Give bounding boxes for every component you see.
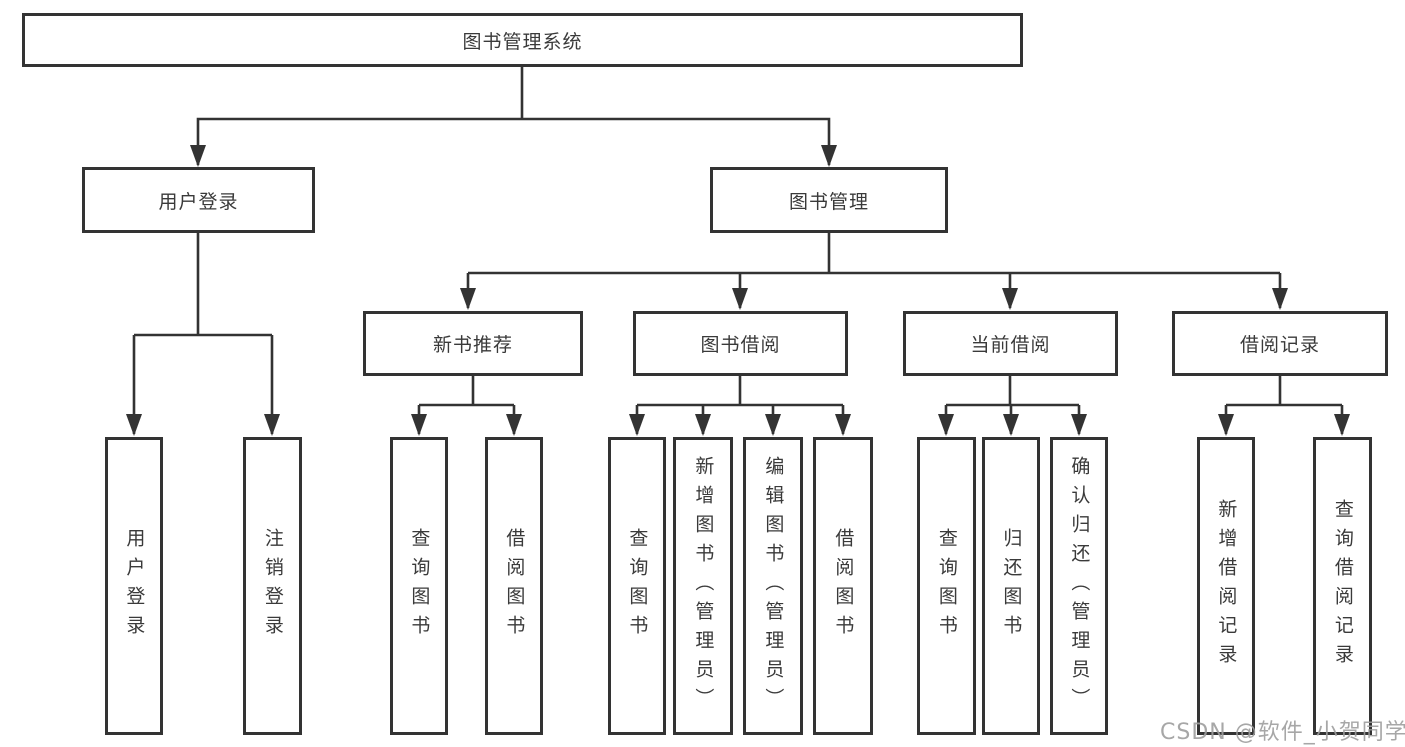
leaf-return-books: 归还图书 bbox=[982, 437, 1040, 735]
leaf-confirm-return-admin: 确认归还（管理员） bbox=[1050, 437, 1108, 735]
connector-newbooks-leaves bbox=[417, 376, 516, 434]
node-new-book-recommend: 新书推荐 bbox=[363, 311, 583, 376]
arrow-new-books bbox=[460, 288, 476, 310]
node-root-label: 图书管理系统 bbox=[462, 30, 583, 53]
node-book-management: 图书管理 bbox=[710, 167, 948, 233]
node-new-book-recommend-label: 新书推荐 bbox=[432, 334, 513, 356]
leaf-query-books-borrowing: 查询图书 bbox=[608, 437, 666, 735]
arrow-leaf-query-books-3 bbox=[938, 414, 954, 436]
node-book-management-label: 图书管理 bbox=[788, 190, 869, 213]
node-current-borrowing-label: 当前借阅 bbox=[970, 334, 1051, 356]
node-borrowing-records: 借阅记录 bbox=[1172, 311, 1388, 376]
connector-userlogin-leaves bbox=[132, 233, 274, 434]
leaf-logout-label: 注销登录 bbox=[261, 528, 284, 644]
leaf-query-books-newbooks-label: 查询图书 bbox=[408, 528, 431, 644]
arrow-leaf-add-record bbox=[1218, 414, 1234, 436]
leaf-query-borrow-record-label: 查询借阅记录 bbox=[1331, 499, 1354, 673]
leaf-add-borrow-record: 新增借阅记录 bbox=[1197, 437, 1255, 735]
leaf-query-borrow-record: 查询借阅记录 bbox=[1313, 437, 1372, 735]
watermark: CSDN @软件_小贺同学 bbox=[1160, 720, 1405, 745]
arrow-leaf-query-books-2 bbox=[629, 414, 645, 436]
leaf-edit-books-admin-label: 编辑图书（管理员） bbox=[762, 455, 785, 717]
arrow-leaf-query-record bbox=[1334, 414, 1350, 436]
node-user-login: 用户登录 bbox=[82, 167, 315, 233]
arrow-user-login bbox=[190, 145, 206, 167]
leaf-add-books-admin-label: 新增图书（管理员） bbox=[692, 455, 715, 717]
leaf-query-books-current: 查询图书 bbox=[917, 437, 976, 735]
leaf-add-borrow-record-label: 新增借阅记录 bbox=[1215, 499, 1238, 673]
leaf-user-login-label: 用户登录 bbox=[123, 528, 146, 644]
arrow-current-borrowing bbox=[1002, 288, 1018, 310]
arrow-leaf-logout bbox=[264, 414, 280, 436]
node-book-borrowing-label: 图书借阅 bbox=[700, 334, 781, 356]
leaf-user-login: 用户登录 bbox=[105, 437, 163, 735]
leaf-edit-books-admin: 编辑图书（管理员） bbox=[743, 437, 803, 735]
node-book-borrowing: 图书借阅 bbox=[633, 311, 848, 376]
leaf-borrow-books-borrowing-label: 借阅图书 bbox=[832, 528, 855, 644]
arrow-leaf-query-books-1 bbox=[411, 414, 427, 436]
arrow-book-borrowing bbox=[732, 288, 748, 310]
leaf-add-books-admin: 新增图书（管理员） bbox=[673, 437, 733, 735]
arrow-leaf-return-books bbox=[1003, 414, 1019, 436]
arrow-leaf-edit-books bbox=[765, 414, 781, 436]
connector-root-level2 bbox=[196, 66, 831, 165]
connector-bookmgmt-level3 bbox=[466, 233, 1282, 308]
leaf-borrow-books-newbooks: 借阅图书 bbox=[485, 437, 543, 735]
leaf-confirm-return-admin-label: 确认归还（管理员） bbox=[1068, 455, 1091, 717]
node-root: 图书管理系统 bbox=[22, 13, 1023, 67]
node-current-borrowing: 当前借阅 bbox=[903, 311, 1118, 376]
leaf-return-books-label: 归还图书 bbox=[1000, 528, 1023, 644]
node-user-login-label: 用户登录 bbox=[158, 190, 239, 213]
arrow-book-management bbox=[821, 145, 837, 167]
arrow-leaf-borrow-books-2 bbox=[835, 414, 851, 436]
arrow-leaf-add-books bbox=[695, 414, 711, 436]
leaf-logout: 注销登录 bbox=[243, 437, 302, 735]
arrow-borrowing-records bbox=[1272, 288, 1288, 310]
arrowheads bbox=[126, 145, 1350, 436]
leaf-query-books-current-label: 查询图书 bbox=[935, 528, 958, 644]
arrow-leaf-borrow-books-1 bbox=[506, 414, 522, 436]
leaf-query-books-newbooks: 查询图书 bbox=[390, 437, 448, 735]
connector-bookborrow-leaves bbox=[635, 376, 845, 434]
node-borrowing-records-label: 借阅记录 bbox=[1239, 334, 1320, 356]
leaf-borrow-books-newbooks-label: 借阅图书 bbox=[503, 528, 526, 644]
arrow-leaf-user-login bbox=[126, 414, 142, 436]
connector-paths bbox=[132, 66, 1344, 434]
arrow-leaf-confirm-return bbox=[1071, 414, 1087, 436]
leaf-borrow-books-borrowing: 借阅图书 bbox=[813, 437, 873, 735]
leaf-query-books-borrowing-label: 查询图书 bbox=[626, 528, 649, 644]
connector-records-leaves bbox=[1224, 376, 1344, 434]
